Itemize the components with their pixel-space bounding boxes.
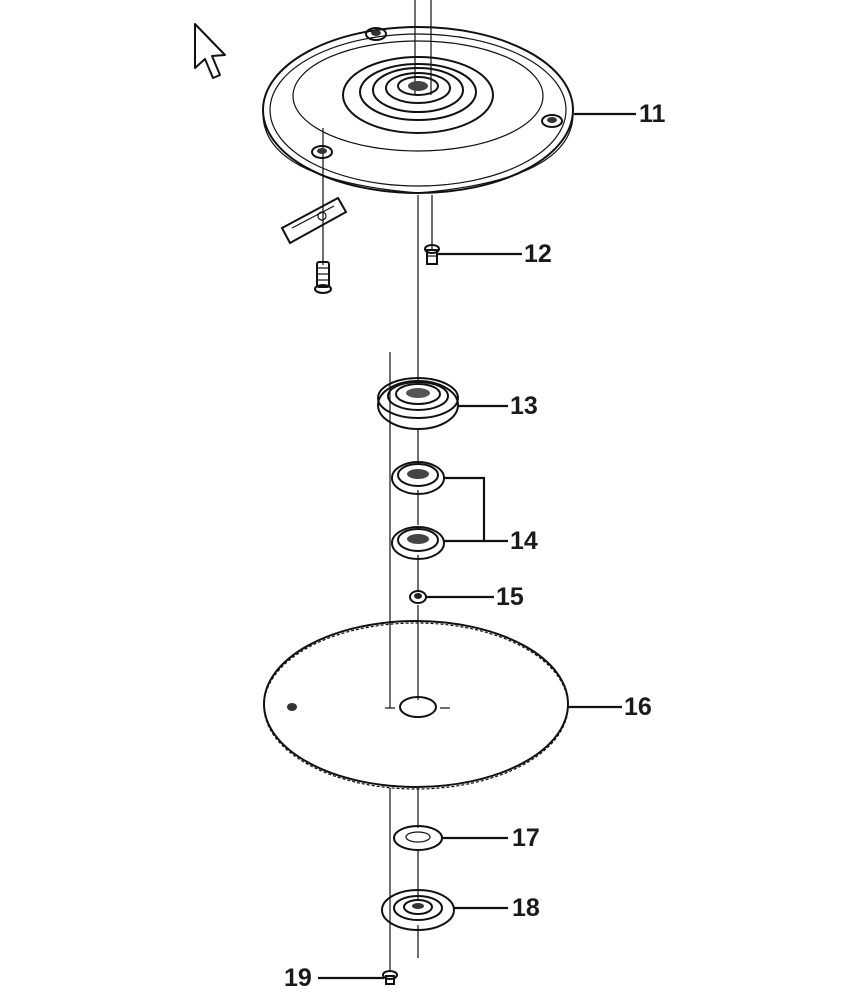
part-11-top-plate <box>262 26 574 194</box>
callout-16: 16 <box>624 693 652 721</box>
part-15-nut <box>409 590 427 604</box>
bolt-hole-icon <box>311 27 563 159</box>
callout-19: 19 <box>284 964 312 992</box>
callout-11: 11 <box>639 100 666 128</box>
callout-17: 17 <box>512 824 540 852</box>
callout-14: 14 <box>510 527 538 555</box>
part-18-hub <box>381 889 455 931</box>
callout-12: 12 <box>524 240 552 268</box>
part-17-washer <box>393 825 443 851</box>
callout-18: 18 <box>512 894 540 922</box>
callout-15: 15 <box>496 583 524 611</box>
bolt-icon <box>314 261 332 294</box>
part-14-bearings <box>391 461 445 560</box>
leader-lines <box>318 112 636 980</box>
callout-labels: 11 12 13 14 15 16 17 18 19 <box>284 100 666 992</box>
part-12-screw <box>424 244 440 265</box>
mouse-pointer-icon <box>194 23 226 79</box>
part-16-disc <box>263 620 569 790</box>
part-19-screw <box>382 970 398 985</box>
callout-13: 13 <box>510 392 538 420</box>
warning-tag <box>280 196 348 245</box>
